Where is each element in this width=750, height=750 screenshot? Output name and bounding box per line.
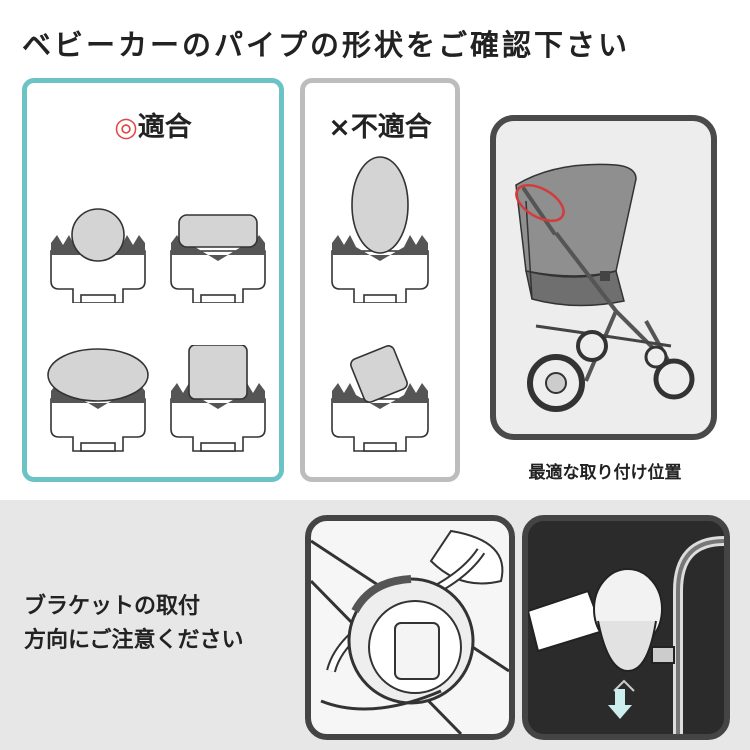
cross-icon: × [328, 112, 351, 143]
bracket-note-line-2: 方向にご注意ください [24, 628, 244, 653]
unfit-label-text: 不適合 [350, 112, 432, 143]
direction-illustration [528, 536, 724, 734]
down-arrow-icon [608, 689, 632, 719]
stroller-illustration [515, 163, 695, 412]
clamp-square-pipe-illustration [170, 345, 266, 452]
bracket-close-up-photo [305, 515, 515, 740]
fit-label-text: 適合 [137, 112, 192, 143]
clamp-rectangle-pipe-illustration [170, 214, 266, 303]
mount-position-highlight [515, 183, 565, 223]
bracket-illustration [311, 529, 509, 734]
clamp-oval-pipe-illustration [47, 348, 149, 452]
fit-card: ◎適合 [22, 78, 284, 482]
page-title: ベビーカーのパイプの形状をご確認下さい [22, 28, 631, 62]
bracket-direction-photo [522, 515, 730, 740]
clamp-tilted-square-pipe-illustration [331, 345, 429, 452]
fit-label: ◎適合 [27, 105, 279, 144]
clamp-round-pipe-illustration [50, 208, 146, 303]
stroller-position-figure [490, 115, 717, 440]
bracket-note: ブラケットの取付 方向にご注意ください [24, 590, 244, 658]
position-caption: 最適な取り付け位置 [528, 463, 682, 483]
unfit-label: ×不適合 [305, 105, 455, 144]
clamp-tall-oval-pipe-illustration [331, 156, 429, 303]
double-circle-icon: ◎ [114, 112, 138, 143]
bracket-note-line-1: ブラケットの取付 [24, 594, 201, 619]
unfit-card: ×不適合 [300, 78, 460, 482]
